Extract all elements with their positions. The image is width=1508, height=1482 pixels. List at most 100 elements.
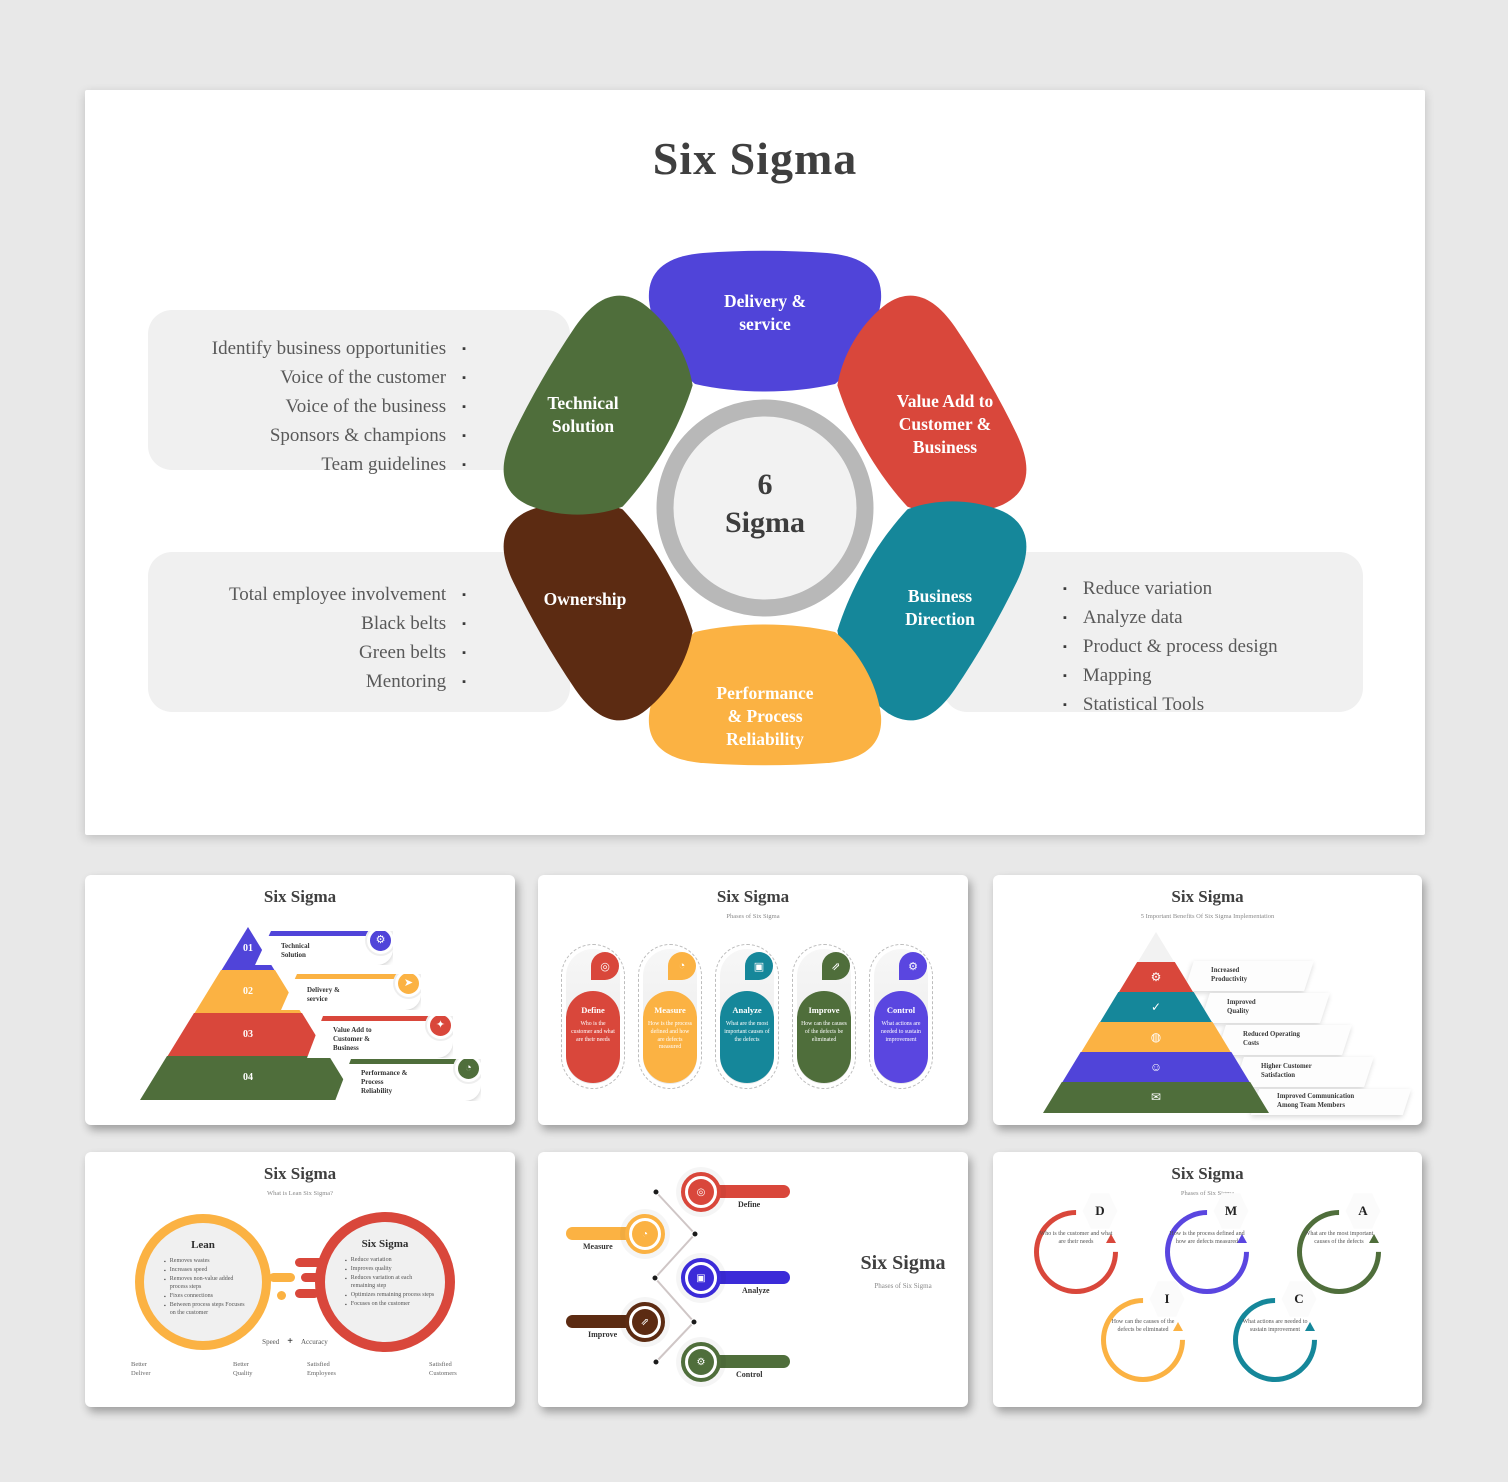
- bullet-icon: ▪: [164, 1303, 166, 1309]
- list-item: ▪Statistical Tools: [1063, 693, 1205, 715]
- benefits-pyramid: ⚙ ✓ ◍ ☺ ✉: [1043, 932, 1269, 1113]
- phase-desc: What are the most important causes of th…: [724, 1021, 770, 1043]
- page-title: Six Sigma: [652, 133, 858, 184]
- connector-dot: [277, 1291, 286, 1300]
- bullet-icon: ▪: [1063, 698, 1067, 711]
- benefit-label: Improved Communication Among Team Member…: [1250, 1089, 1412, 1115]
- thumb-title: Six Sigma: [263, 887, 337, 906]
- letter-badge: A: [1345, 1193, 1381, 1229]
- lean-circle: Lean ▪Removes wastes ▪Increases speed ▪R…: [135, 1214, 271, 1350]
- bullet-icon: ▪: [345, 1293, 347, 1299]
- step-bar: [566, 1315, 640, 1328]
- list-item: Green belts▪: [359, 641, 466, 663]
- petal-label-business: Business Direction: [905, 586, 975, 629]
- productivity-icon: ⚙: [1118, 962, 1194, 993]
- thumbnail-zigzag-phases-slide[interactable]: ◎ Define ◔ Measure ▣ Analyze ⇗ Improve ⚙…: [538, 1152, 968, 1407]
- slide-main: Six Sigma Identify business opportunitie…: [85, 90, 1425, 835]
- letter-badge: C: [1281, 1281, 1317, 1317]
- thumb-subtitle: Phases of Six Sigma: [726, 913, 780, 920]
- arrowhead-icon: [1369, 1234, 1379, 1243]
- step-bar: [706, 1185, 790, 1198]
- improve-icon: ⇗: [822, 952, 850, 980]
- thumbnail-lean-six-sigma-slide[interactable]: Six Sigma What is Lean Six Sigma? Lean ▪…: [85, 1152, 515, 1407]
- connector-bar: [269, 1273, 295, 1282]
- step-bar: [706, 1271, 790, 1284]
- thumb-title: Six Sigma: [1171, 1164, 1244, 1183]
- control-icon: ⚙: [899, 952, 927, 980]
- thumbnail-dmaic-circles-slide[interactable]: Six Sigma Phases of Six Sigma D Who is t…: [993, 1152, 1422, 1407]
- measure-icon: ◔: [632, 1221, 658, 1247]
- phase-desc: How can the causes of the defects be eli…: [1111, 1319, 1175, 1334]
- phase-name: Control: [886, 1005, 916, 1015]
- lean-title: Lean: [191, 1239, 215, 1251]
- bullet-icon: ▪: [462, 400, 466, 413]
- step-label: Define: [738, 1200, 761, 1209]
- value-icon: ✦: [427, 1016, 453, 1039]
- dmaic-define: D Who is the customer and what are their…: [1016, 1192, 1136, 1312]
- panel-technical-solution-points: Identify business opportunities▪ Voice o…: [148, 310, 570, 475]
- list-item: Identify business opportunities▪: [211, 337, 466, 359]
- define-icon: ◎: [688, 1179, 714, 1205]
- footer-label: Better Quality: [233, 1361, 253, 1378]
- footer-label: Better Deliver: [131, 1361, 151, 1378]
- quality-icon: ✓: [1099, 992, 1213, 1023]
- zigzag-connector: [651, 1188, 699, 1366]
- connector-bar: [295, 1289, 319, 1298]
- measure-icon: ◔: [668, 952, 696, 980]
- bullet-icon: ▪: [462, 458, 466, 471]
- phase-name: Define: [581, 1005, 605, 1015]
- level-label: Performance & Process Reliability◔: [335, 1059, 481, 1101]
- list-item: ▪Product & process design: [1063, 635, 1278, 657]
- step-label: Control: [736, 1370, 763, 1379]
- footer-label: Satisfied Employees: [307, 1361, 336, 1378]
- list-item: Sponsors & champions▪: [269, 424, 466, 446]
- circular-arrow: [1215, 1280, 1335, 1400]
- performance-icon: ◔: [455, 1059, 481, 1082]
- level-label: Technical Solution⚙: [255, 931, 393, 965]
- phase-name: Measure: [654, 1005, 686, 1015]
- center-label: 6 Sigma: [724, 468, 805, 539]
- panel-ownership-points: Total employee involvement▪ Black belts▪…: [148, 552, 570, 712]
- improve-icon: ⇗: [632, 1309, 658, 1335]
- bullet-icon: ▪: [462, 371, 466, 384]
- thumbnail-benefits-pyramid-slide[interactable]: Six Sigma 5 Important Benefits Of Six Si…: [993, 875, 1422, 1125]
- bullet-icon: ▪: [1063, 669, 1067, 682]
- bullet-icon: ▪: [1063, 582, 1067, 595]
- costs-icon: ◍: [1080, 1022, 1232, 1053]
- phase-desc: Who is the customer and what are their n…: [1039, 1231, 1113, 1246]
- phase-name: Analyze: [732, 1005, 762, 1015]
- arrowhead-icon: [1305, 1322, 1315, 1331]
- list-item: ▪Reduce variation: [1063, 577, 1213, 599]
- thumb-title: Six Sigma: [716, 887, 790, 906]
- thumb-title: Six Sigma: [1171, 887, 1244, 906]
- dmaic-measure: M How is the process defined and how are…: [1147, 1192, 1267, 1312]
- communication-icon: ✉: [1043, 1082, 1269, 1113]
- list-item: ▪Analyze data: [1063, 606, 1183, 628]
- thumb-subtitle: What is Lean Six Sigma?: [266, 1190, 334, 1197]
- pyramid: 01 02 03 04: [140, 927, 356, 1100]
- control-icon: ⚙: [688, 1349, 714, 1375]
- bullet-icon: ▪: [345, 1302, 347, 1308]
- six-sigma-circle: Six Sigma ▪Reduce variation ▪Improves qu…: [315, 1212, 455, 1352]
- phase-desc: What actions are needed to sustain impro…: [1242, 1319, 1308, 1334]
- delivery-icon: ➤: [395, 974, 421, 997]
- thumbnail-pyramid-slide[interactable]: Six Sigma 01 02 03 04 Technical Solution…: [85, 875, 515, 1125]
- phase-desc: How is the process defined and how are d…: [648, 1021, 692, 1051]
- bullet-icon: ▪: [164, 1278, 166, 1283]
- pyramid-band: 04: [140, 1056, 356, 1100]
- list-item: Total employee involvement▪: [228, 583, 466, 605]
- letter-badge: I: [1149, 1281, 1185, 1317]
- step-bar: [566, 1227, 640, 1240]
- list-item: ▪Mapping: [1063, 664, 1152, 686]
- phase-desc: How can the causes of the defects be eli…: [801, 1021, 847, 1043]
- speed-accuracy-label: Speed+Accuracy: [262, 1336, 328, 1347]
- bullet-icon: ▪: [164, 1294, 166, 1300]
- analyze-icon: ▣: [688, 1265, 714, 1291]
- bullet-icon: ▪: [1063, 640, 1067, 653]
- bullet-icon: ▪: [345, 1268, 347, 1273]
- petal-label-performance: Performance & Process Reliability: [716, 683, 814, 749]
- letter-badge: M: [1213, 1193, 1249, 1229]
